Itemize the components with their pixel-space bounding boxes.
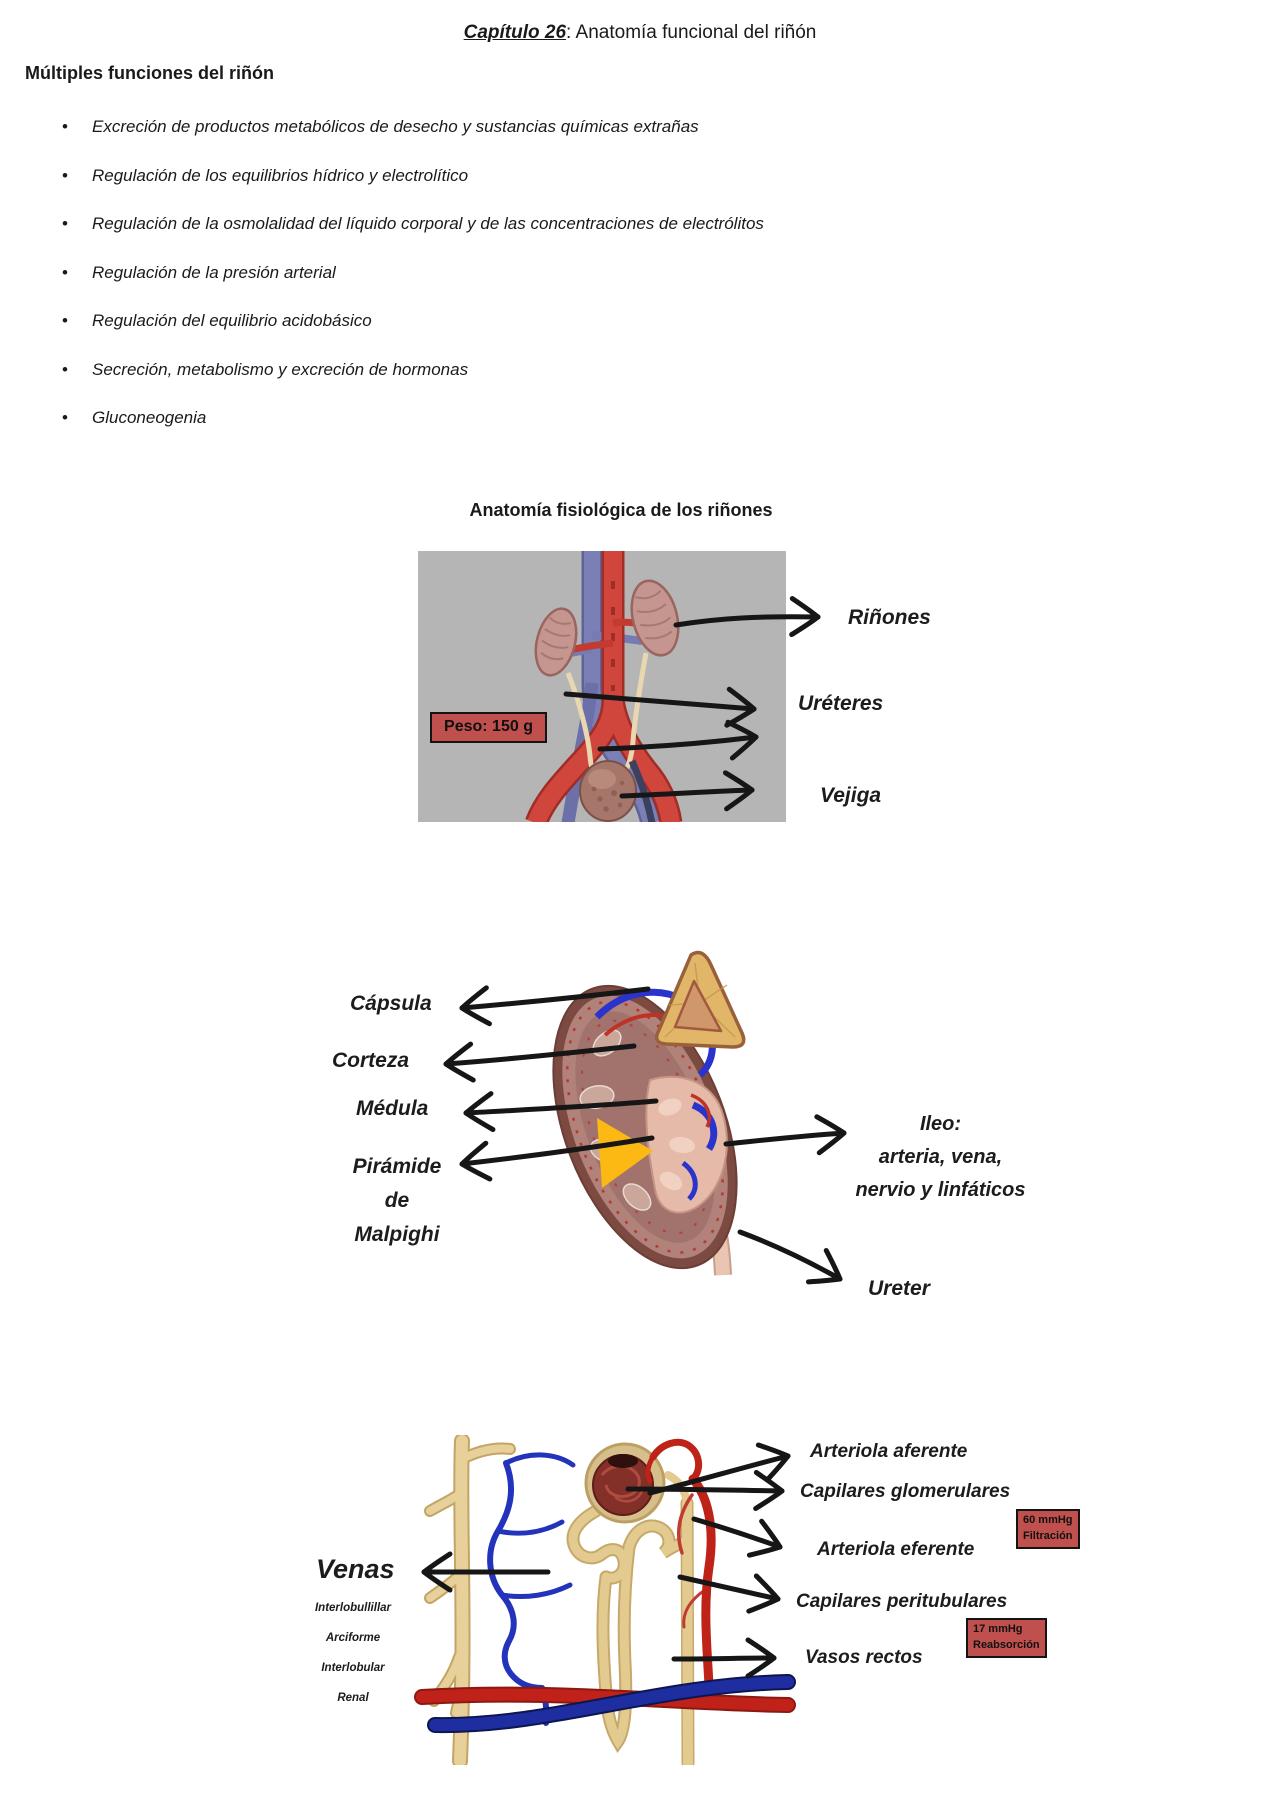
label-rinones: Riñones (848, 606, 931, 629)
label-ureteres: Uréteres (798, 692, 884, 715)
label-corteza: Corteza (332, 1049, 410, 1072)
filtration-badge: 60 mmHg Filtración (1016, 1509, 1080, 1549)
label-vejiga: Vejiga (820, 784, 882, 807)
filtration-badge-value: 60 mmHg (1023, 1514, 1073, 1526)
label-arteriola-eferente: Arteriola eferente (817, 1539, 975, 1560)
label-vena-interlobulillar: Interlobullillar (314, 1602, 392, 1614)
adrenal-gland (654, 950, 746, 1049)
nephron-tubules (566, 1471, 695, 1765)
label-medula: Médula (356, 1097, 429, 1120)
label-capsula: Cápsula (350, 992, 432, 1015)
nephron-illustration (414, 1435, 796, 1765)
right-kidney (630, 579, 680, 657)
list-item-text: Excreción de productos metabólicos de de… (92, 117, 699, 136)
reabsorption-badge-label: Reabsorción (973, 1638, 1040, 1651)
weight-badge: Peso: 150 g (430, 712, 547, 743)
list-item-text: Regulación de la presión arterial (92, 263, 336, 282)
chapter-subtitle: : Anatomía funcional del riñón (566, 22, 817, 43)
bullet-icon: • (62, 360, 68, 379)
label-piramide-line3: Malpighi (354, 1223, 440, 1246)
label-ureter: Ureter (868, 1277, 930, 1300)
bullet-icon: • (62, 214, 68, 233)
label-piramide-line1: Pirámide (352, 1155, 442, 1178)
chapter-number: Capítulo 26 (463, 22, 567, 43)
label-arteriola-aferente: Arteriola aferente (810, 1441, 968, 1462)
label-capilares-peritubulares: Capilares peritubulares (796, 1591, 1008, 1612)
left-kidney (534, 607, 578, 677)
label-vasos-rectos: Vasos rectos (805, 1647, 923, 1668)
list-item-text: Regulación de los equilibrios hídrico y … (92, 166, 469, 185)
list-item-text: Secreción, metabolismo y excreción de ho… (92, 360, 469, 379)
reabsorption-badge: 17 mmHg Reabsorción (966, 1618, 1047, 1658)
venous-network (487, 1452, 576, 1726)
label-piramide-malpighi: Pirámide de Malpighi (322, 1150, 472, 1252)
list-item-text: Regulación de la osmolalidad del líquido… (92, 214, 764, 233)
label-piramide-line2: de (384, 1189, 410, 1212)
bladder (579, 760, 637, 822)
list-item-text: Regulación del equilibrio acidobásico (92, 311, 372, 330)
bullet-icon: • (62, 408, 68, 427)
reabsorption-badge-value: 17 mmHg (973, 1623, 1023, 1635)
list-item-text: Gluconeogenia (92, 408, 207, 427)
label-vena-arciforme: Arciforme (325, 1632, 381, 1644)
bullet-icon: • (62, 117, 68, 136)
label-vena-interlobular: Interlobular (321, 1662, 385, 1674)
label-ileo-line3: nervio y linfáticos (855, 1179, 1026, 1201)
bullet-icon: • (62, 311, 68, 330)
bullet-icon: • (62, 263, 68, 282)
kidney-section-illustration (552, 950, 746, 1276)
interlobular-duct (424, 1435, 516, 1765)
kidneys-overview-illustration (418, 551, 786, 822)
glomerulus (584, 1442, 666, 1524)
label-vena-renal: Renal (337, 1692, 369, 1704)
page-title: Capítulo 26: Anatomía funcional del riñó… (0, 22, 1280, 44)
label-capilares-glomerulares: Capilares glomerulares (800, 1481, 1011, 1502)
bullet-icon: • (62, 166, 68, 185)
label-ileo-line1: Ileo: (919, 1113, 962, 1135)
label-ileo-line2: arteria, vena, (878, 1146, 1003, 1168)
filtration-badge-label: Filtración (1023, 1529, 1073, 1542)
arcuate-vessels (414, 1674, 796, 1734)
label-ileo: Ileo: arteria, vena, nervio y linfáticos (828, 1108, 1053, 1207)
section-heading: Múltiples funciones del riñón (25, 63, 275, 83)
label-venas: Venas (316, 1554, 395, 1584)
label-venas-types: Interlobullillar Arciforme Interlobular … (288, 1593, 418, 1713)
figure1-heading: Anatomía fisiológica de los riñones (469, 500, 773, 520)
